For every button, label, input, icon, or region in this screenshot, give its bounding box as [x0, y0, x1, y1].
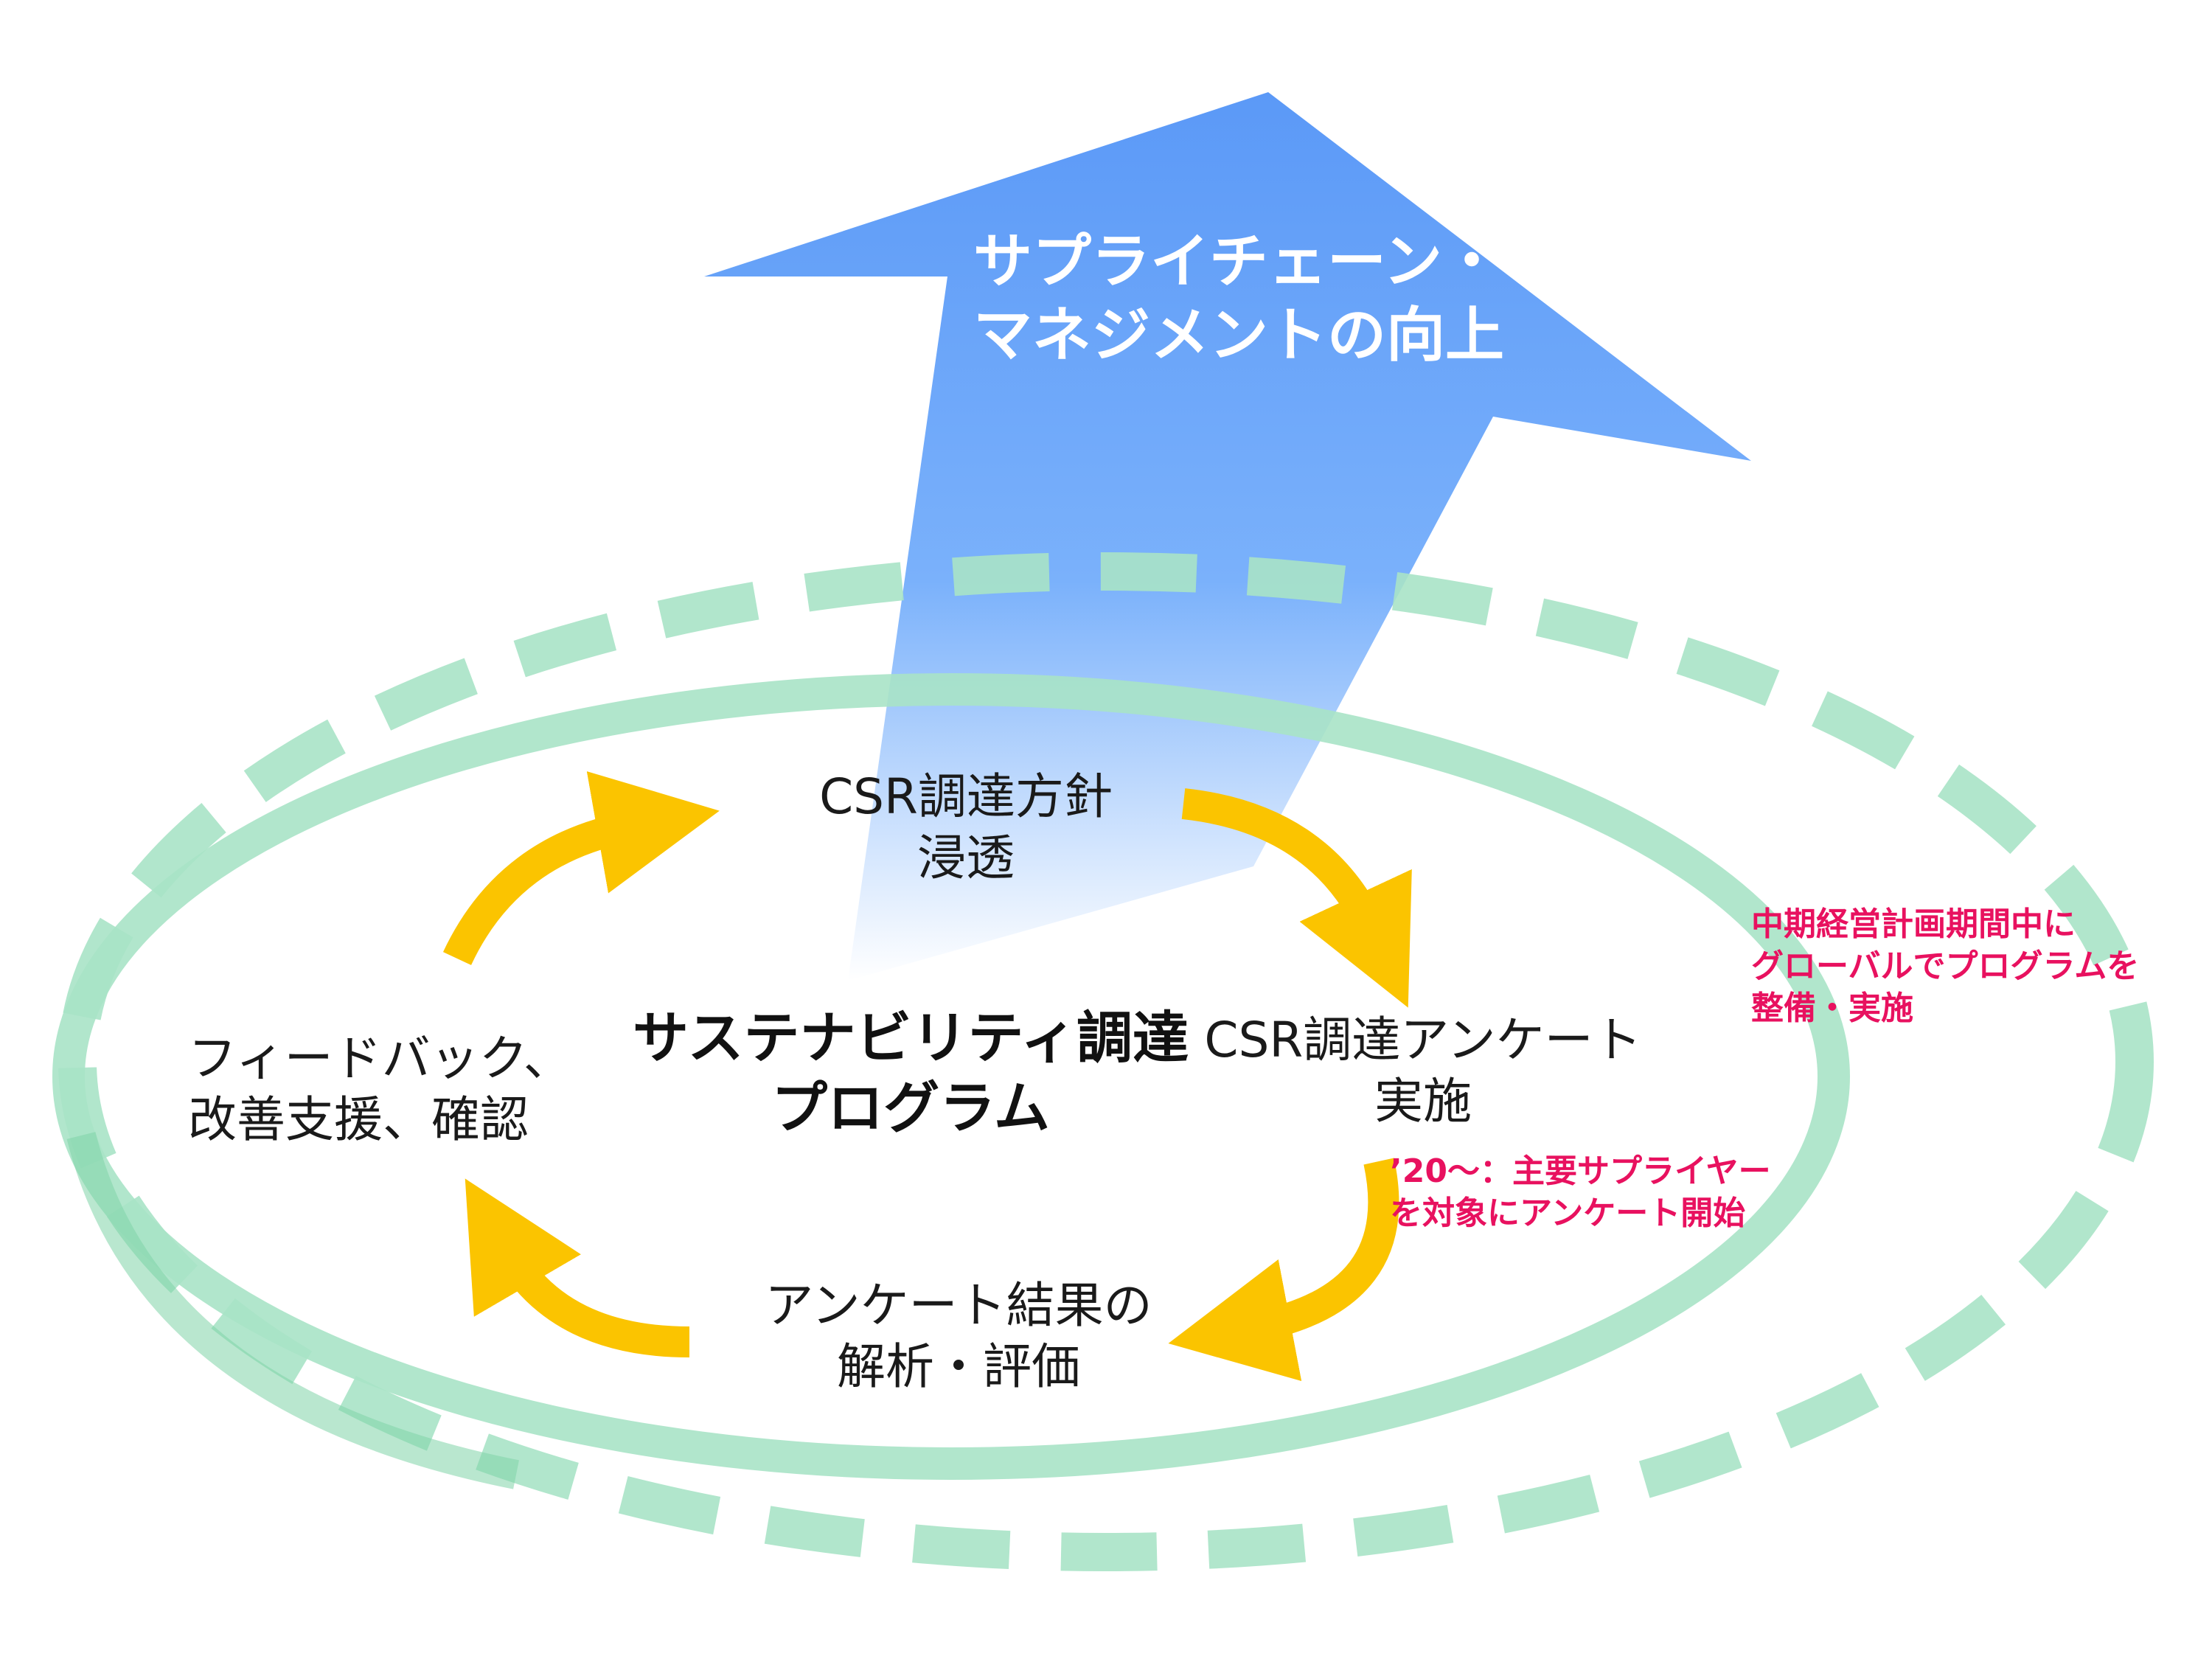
ellipse-overlap — [66, 1132, 519, 1489]
supply-chain-title-line-1: サプライチェーン・ — [973, 227, 1501, 296]
program-title: サステナビリティ調達 プログラム — [630, 1003, 1191, 1143]
supply-chain-title-line-2: マネジメントの向上 — [973, 301, 1504, 369]
program-title-line-2: プログラム — [771, 1075, 1050, 1141]
step-analysis-line-1: アンケート結果の — [765, 1277, 1152, 1334]
cycle-arrow-bottom-to-left — [465, 1178, 690, 1357]
cycle-arrow-top-to-right — [1181, 788, 1412, 1008]
survey-start-note: ’20～：主要サプライヤー を対象にアンケート開始 — [1390, 1150, 1771, 1234]
global-plan-note-line-1: 中期経営計画期間中に — [1751, 905, 2076, 943]
step-analysis: アンケート結果の 解析・評価 — [737, 1276, 1180, 1397]
step-feedback: フィードバック、 改善支援、確認 — [188, 1029, 601, 1150]
global-plan-note-line-2: グローバルでプログラムを — [1751, 947, 2140, 986]
step-survey: CSR調達アンケート 実施 — [1180, 1010, 1666, 1132]
global-plan-note: 中期経営計画期間中に グローバルでプログラムを 整備・実施 — [1751, 903, 2139, 1030]
cycle-arrow-right-to-bottom — [1168, 1158, 1399, 1382]
survey-start-note-line-2: を対象にアンケート開始 — [1390, 1194, 1746, 1233]
step-feedback-line-1: フィードバック、 — [188, 1030, 572, 1087]
improvement-arrow — [704, 92, 1751, 981]
step-feedback-line-2: 改善支援、確認 — [188, 1091, 529, 1148]
step-survey-line-2: 実施 — [1374, 1072, 1472, 1130]
survey-start-note-line-1: ’20～：主要サプライヤー — [1390, 1152, 1771, 1190]
cycle-arrow-left-to-top — [442, 771, 720, 966]
outer-global-ellipse — [58, 552, 2154, 1571]
step-analysis-line-2: 解析・評価 — [837, 1338, 1080, 1395]
step-survey-line-1: CSR調達アンケート — [1204, 1012, 1642, 1068]
program-title-line-1: サステナビリティ調達 — [633, 1005, 1189, 1071]
step-policy: CSR調達方針 浸透 — [767, 767, 1165, 888]
step-policy-line-2: 浸透 — [917, 829, 1015, 886]
global-plan-note-line-3: 整備・実施 — [1751, 990, 1913, 1028]
supply-chain-title: サプライチェーン・ マネジメントの向上 — [973, 225, 1504, 372]
step-policy-line-1: CSR調達方針 — [819, 768, 1113, 825]
